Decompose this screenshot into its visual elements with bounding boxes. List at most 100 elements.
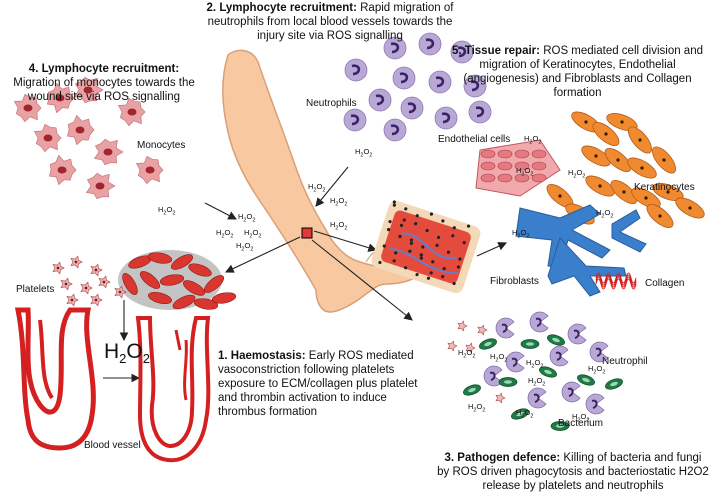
neutrophil-phagocyte <box>585 393 605 415</box>
arrow-to-endothelium <box>313 230 378 252</box>
keratinocyte <box>631 187 661 209</box>
bacterium <box>605 378 623 390</box>
label-fibroblasts: Fibroblasts <box>490 276 539 287</box>
neutrophil-cell <box>463 74 487 98</box>
tissue-dot <box>419 253 423 257</box>
arrow-to-pathogens <box>311 239 413 321</box>
platelet <box>114 285 127 299</box>
neutrophil-cell <box>418 32 442 56</box>
label-neutrophil: Neutrophil <box>602 356 648 367</box>
platelet <box>98 275 111 289</box>
platelet <box>60 277 73 291</box>
bacterium <box>577 374 595 386</box>
red-blood-cell <box>122 273 138 295</box>
tissue-dot <box>392 203 396 207</box>
bacterium <box>539 366 557 378</box>
label-monocytes: Monocytes <box>137 140 186 151</box>
red-blood-cell <box>148 291 172 305</box>
collagen-fibre <box>595 272 637 284</box>
tissue-dot <box>399 223 404 227</box>
tissue-dot <box>458 257 462 261</box>
monocyte-cell <box>46 82 75 114</box>
arrow-neutrophils <box>315 166 349 207</box>
tissue-dot <box>409 238 414 242</box>
tissue-dot <box>382 244 386 248</box>
neutrophil-phagocyte <box>529 311 549 333</box>
h2o2-label: H2O2 <box>516 408 534 420</box>
tissue-dot <box>402 218 406 222</box>
neutrophil-cell <box>434 106 458 130</box>
endothelial-tissue <box>371 200 481 294</box>
tissue-dot <box>462 240 466 245</box>
bacterium <box>479 338 497 350</box>
bacterium <box>520 339 540 349</box>
tissue-dot <box>429 271 433 275</box>
red-blood-cell <box>193 298 219 310</box>
neutrophil-cell <box>383 36 407 60</box>
tissue-dot <box>404 207 408 211</box>
neutrophil-cell <box>428 70 452 94</box>
red-blood-cell <box>147 252 173 264</box>
h2o2-label: H2O2 <box>216 228 234 240</box>
tissue-dot <box>441 274 445 279</box>
endothelial-cell <box>514 173 530 183</box>
arrow-to-repair <box>476 242 508 257</box>
neutrophil-phagocyte <box>483 365 503 387</box>
endothelial-cells-cluster <box>475 139 561 197</box>
keratinocyte <box>585 175 615 197</box>
h2o2-label: H2O2 <box>596 208 614 220</box>
neutrophil-cell <box>368 88 392 112</box>
tissue-dot <box>451 234 455 238</box>
tissue-dot <box>408 249 412 253</box>
collagen-fibre <box>595 278 637 290</box>
red-blood-cell <box>139 271 161 289</box>
h2o2-label: H2O2 <box>528 376 546 388</box>
tissue-dot <box>404 266 408 270</box>
neutrophil-cell <box>344 58 368 82</box>
neutrophil-phagocyte <box>505 351 525 373</box>
h2o2-label: H2O2 <box>308 182 326 194</box>
tissue-dot <box>394 251 398 255</box>
h2o2-label: H2O2 <box>516 166 534 178</box>
h2o2-label: H2O2 <box>330 220 348 232</box>
monocyte-cell <box>66 114 95 146</box>
keratinocyte <box>628 126 652 154</box>
platelet <box>70 255 83 269</box>
platelet <box>90 263 103 277</box>
label-neutrophils: Neutrophils <box>306 98 357 109</box>
tissue-dot <box>419 256 423 260</box>
keratinocyte <box>652 183 684 201</box>
tissue-dot <box>386 227 391 232</box>
label-platelets: Platelets <box>16 284 55 295</box>
tissue-dot <box>466 224 471 228</box>
label-bacterium: Bacterium <box>558 418 604 429</box>
red-blood-cell <box>171 254 193 270</box>
blood-vessel-left <box>14 307 96 451</box>
bacterium <box>511 408 529 420</box>
monocyte-cell <box>13 93 42 123</box>
keratinocyte <box>604 148 632 172</box>
h2o2-label: H2O2 <box>355 147 373 159</box>
arm-illustration <box>222 49 426 313</box>
platelet <box>495 392 506 404</box>
tissue-dot <box>446 250 451 254</box>
endothelial-cell <box>531 161 547 171</box>
endothelial-cell <box>514 161 530 171</box>
arrow-to-platelets <box>225 236 301 273</box>
endothelial-cell <box>480 149 496 159</box>
h2o2-large-label: H2O2 <box>104 340 150 367</box>
caption-step5: 5. Tissue repair: ROS mediated cell divi… <box>451 45 703 99</box>
collagen-fibre <box>595 276 637 288</box>
tissue-dot <box>415 272 419 277</box>
monocyte-cell <box>48 154 77 186</box>
platelet <box>80 281 93 295</box>
tissue-dot <box>378 260 382 265</box>
monocyte-cell <box>33 123 62 153</box>
tissue-dot <box>426 276 431 280</box>
h2o2-label: H2O2 <box>244 228 262 240</box>
red-blood-cell <box>183 280 205 296</box>
h2o2-label: H2O2 <box>490 352 508 364</box>
monocyte-cell <box>85 172 116 200</box>
neutrophil-cell <box>392 66 416 90</box>
